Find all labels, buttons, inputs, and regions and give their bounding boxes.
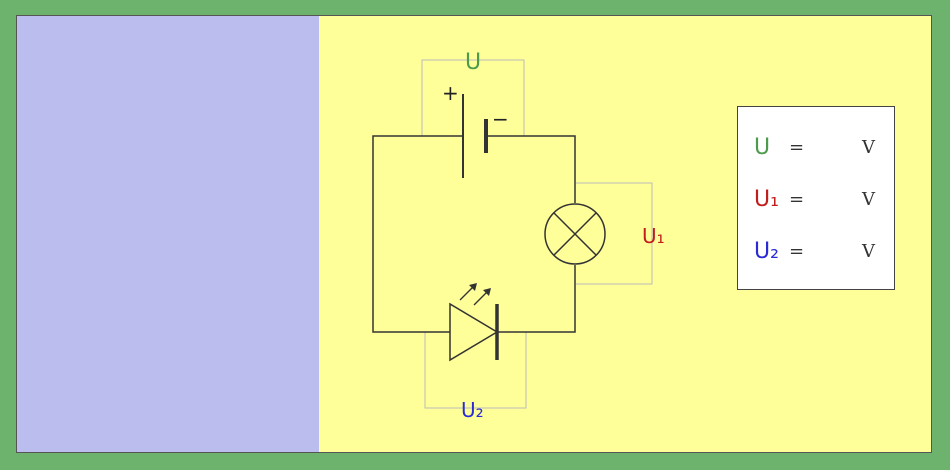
readout-equals: = bbox=[789, 241, 805, 262]
battery-minus-sign: − bbox=[492, 107, 509, 131]
u-label: U bbox=[465, 50, 481, 75]
readout-row-u: U = V bbox=[738, 135, 894, 165]
left-panel bbox=[16, 15, 320, 453]
u1-label: U₁ bbox=[642, 224, 665, 248]
battery-symbol bbox=[462, 94, 488, 178]
voltage-readout-panel: U = V U₁ = V U₂ = V bbox=[737, 106, 895, 290]
readout-label-u: U bbox=[754, 135, 771, 160]
readout-row-u1: U₁ = V bbox=[738, 187, 894, 217]
readout-row-u2: U₂ = V bbox=[738, 239, 894, 269]
u2-measure-lead bbox=[424, 332, 527, 409]
wire-top-right bbox=[486, 135, 576, 203]
battery-plus-sign: + bbox=[442, 81, 459, 105]
readout-label-u2: U₂ bbox=[754, 239, 779, 264]
wire-left bbox=[372, 135, 463, 333]
u-measure-lead bbox=[421, 59, 525, 136]
wire-bottom-right bbox=[497, 265, 576, 333]
readout-unit: V bbox=[862, 189, 875, 210]
u1-measure-lead bbox=[576, 182, 653, 285]
readout-equals: = bbox=[789, 137, 805, 158]
readout-equals: = bbox=[789, 189, 805, 210]
u2-label: U₂ bbox=[461, 398, 484, 422]
readout-label-u1: U₁ bbox=[754, 187, 779, 212]
readout-unit: V bbox=[862, 241, 875, 262]
readout-unit: V bbox=[862, 137, 875, 158]
lamp-symbol bbox=[544, 203, 606, 265]
led-symbol bbox=[449, 283, 499, 362]
